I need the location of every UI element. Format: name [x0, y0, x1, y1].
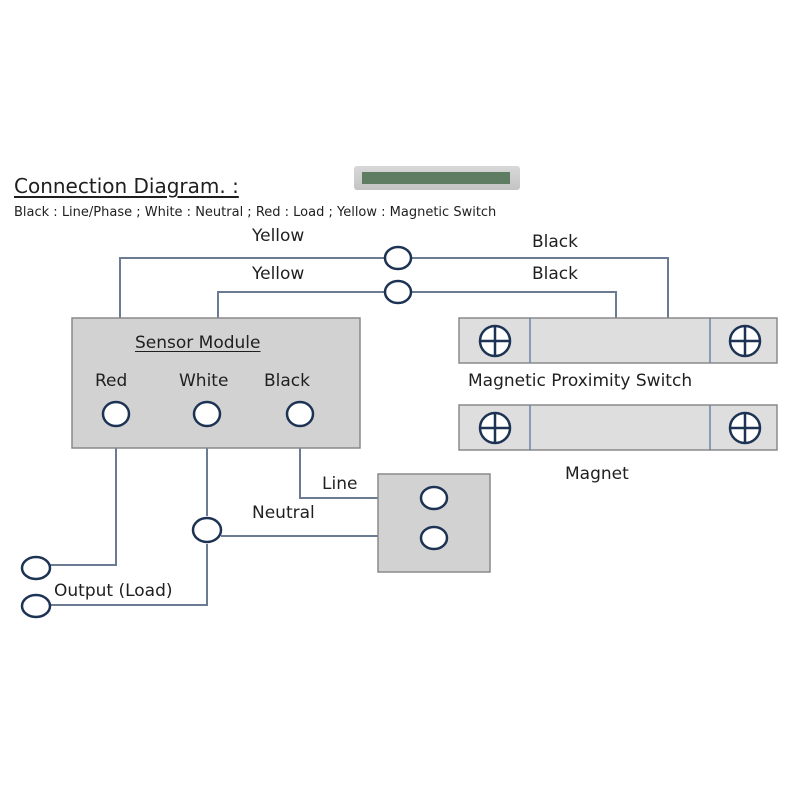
terminal-neutral	[419, 525, 449, 551]
wire-black-bottom	[411, 291, 617, 318]
terminal-output-2	[20, 593, 52, 619]
wire-yellow-bottom	[217, 291, 385, 318]
label-terminal-black: Black	[264, 371, 310, 391]
label-black-bottom: Black	[532, 264, 578, 284]
label-yellow-bottom: Yellow	[252, 264, 305, 284]
proximity-switch-label: Magnetic Proximity Switch	[468, 371, 693, 391]
sensor-module-title: Sensor Module	[135, 333, 261, 353]
wire-red-output	[50, 426, 117, 566]
wire-black-top	[411, 257, 669, 318]
terminal-output-1	[20, 555, 52, 581]
label-line: Line	[322, 474, 358, 494]
magnet-label: Magnet	[565, 464, 629, 484]
label-neutral: Neutral	[252, 503, 315, 523]
diagram-title: Connection Diagram. :	[14, 174, 239, 198]
lcd-panel	[362, 172, 510, 184]
wire-neutral-output	[50, 544, 208, 606]
label-output-load: Output (Load)	[54, 581, 173, 601]
terminal-red	[101, 400, 131, 428]
terminal-white	[192, 400, 222, 428]
terminal-black	[285, 400, 315, 428]
label-black-top: Black	[532, 232, 578, 252]
neutral-junction	[191, 516, 223, 544]
screw-icon	[478, 324, 512, 358]
proximity-switch-bar	[458, 317, 778, 364]
wire-yellow-top	[119, 257, 385, 318]
label-terminal-white: White	[179, 371, 229, 391]
terminal-line	[419, 485, 449, 511]
color-legend: Black : Line/Phase ; White : Neutral ; R…	[14, 205, 497, 220]
product-photo-fragment	[354, 166, 520, 190]
screw-icon	[478, 411, 512, 445]
label-terminal-red: Red	[95, 371, 128, 391]
label-yellow-top: Yellow	[252, 226, 305, 246]
magnet-bar	[458, 404, 778, 451]
screw-icon	[728, 411, 762, 445]
terminal-yellow-black-top	[383, 245, 413, 271]
screw-icon	[728, 324, 762, 358]
terminal-yellow-black-bottom	[383, 279, 413, 305]
